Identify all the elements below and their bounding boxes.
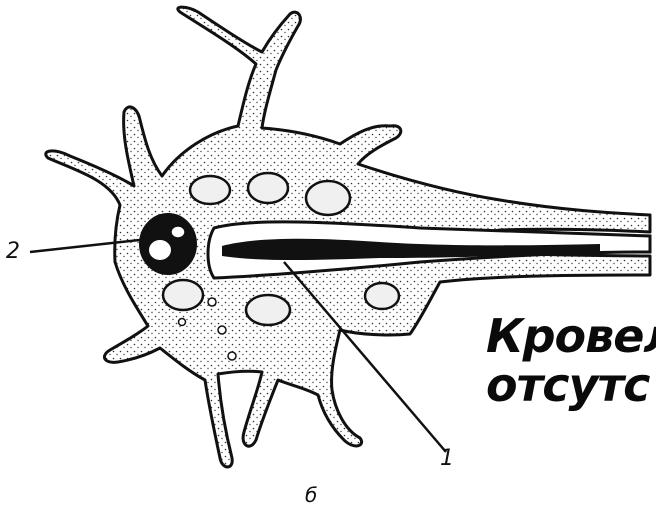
vacuole [190, 176, 230, 204]
label-number-1: 1 [440, 448, 454, 470]
vacuole [365, 283, 399, 309]
caption-line-1: Кровел [486, 313, 656, 359]
vacuole [306, 181, 350, 215]
vacuole [163, 280, 203, 310]
label-number-2: 2 [6, 241, 20, 263]
caption-line-2: отсутс [486, 362, 649, 408]
nucleus-inner [148, 239, 172, 261]
vacuole [248, 173, 288, 203]
panel-letter: б [305, 485, 317, 505]
vacuole [246, 295, 290, 325]
nucleus-spot [171, 226, 185, 238]
